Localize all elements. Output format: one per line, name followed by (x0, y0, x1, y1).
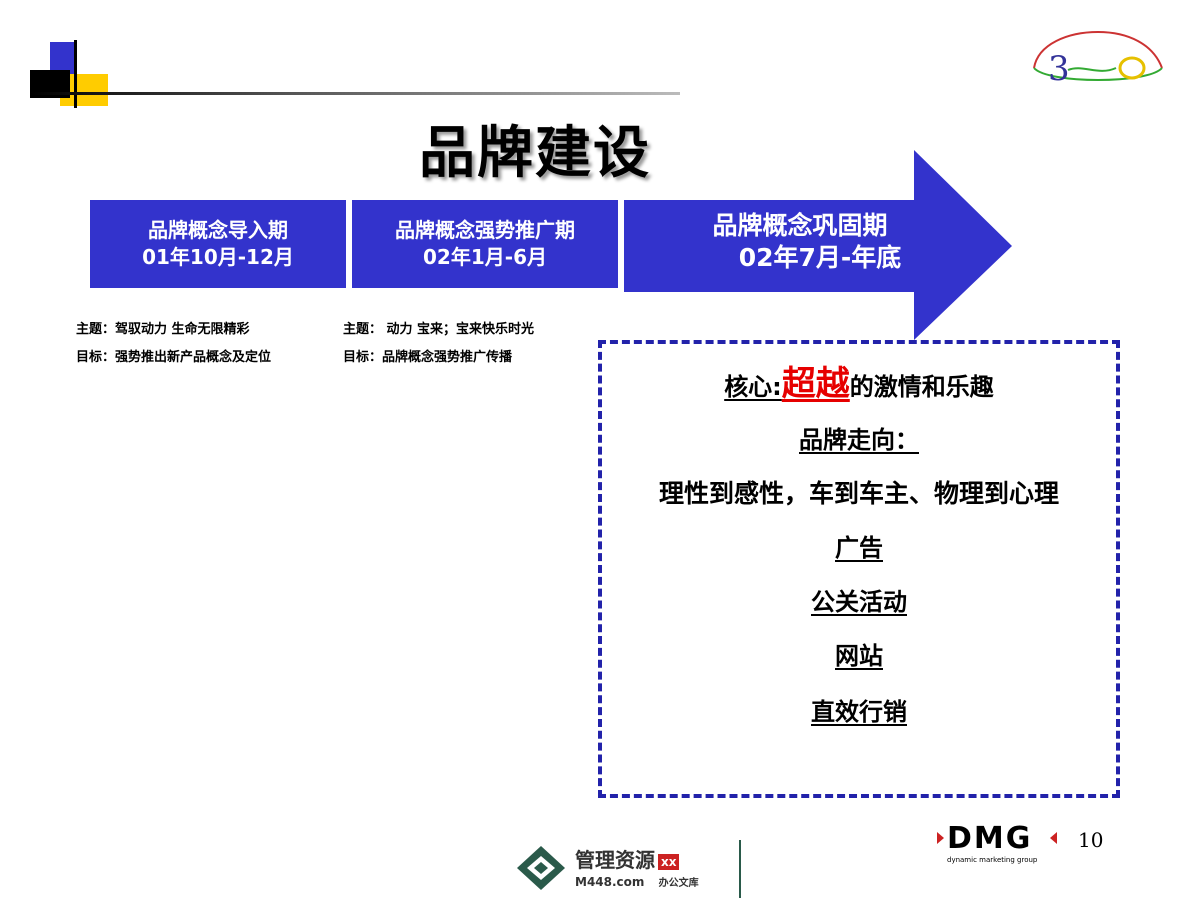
footer-divider (739, 840, 741, 898)
phase-2-goal: 目标：品牌概念强势推广传播 (343, 350, 513, 365)
core-prefix: 核心: (724, 373, 782, 401)
core-box (598, 340, 1120, 798)
phase-3-arrow (624, 150, 1012, 340)
phase-3-name: 品牌概念巩固期 (712, 211, 888, 240)
page-number: 10 (1078, 828, 1104, 852)
channel-direct-marketing: 直效行销 (811, 698, 907, 726)
decor-horizontal-line (30, 92, 680, 95)
phase-1-box: 品牌概念导入期 01年10月-12月 (90, 200, 346, 288)
svg-text:3: 3 (1048, 49, 1070, 89)
phase-1-period: 01年10月-12月 (142, 245, 294, 269)
page-title: 品牌建设 (419, 121, 651, 186)
phase-3-text: 品牌概念巩固期 02年7月-年底 (640, 210, 960, 274)
footer-site-tag: 办公文库 (658, 878, 699, 889)
phase-3-period: 02年7月-年底 (738, 243, 902, 272)
phase-1-theme: 主题：驾驭动力 生命无限精彩 (76, 322, 250, 337)
diamond-logo-icon (517, 846, 565, 890)
phase-2-name: 品牌概念强势推广期 (395, 218, 575, 242)
core-suffix: 的激情和乐趣 (849, 373, 994, 401)
footer-site-url: M448.com (575, 875, 645, 889)
direction-text: 理性到感性，车到车主、物理到心理 (658, 479, 1059, 508)
footer-site-name: 管理资源 (575, 848, 655, 872)
channel-advertising: 广告 (835, 534, 883, 562)
core-highlight: 超越 (781, 364, 850, 404)
right-triangle-icon (937, 832, 944, 844)
left-triangle-icon (1050, 832, 1057, 844)
direction-heading: 品牌走向： (799, 426, 919, 454)
channel-pr: 公关活动 (811, 588, 907, 616)
dmg-logo-text: DMG (947, 821, 1033, 856)
phase-2-box: 品牌概念强势推广期 02年1月-6月 (352, 200, 618, 288)
phase-1-goal: 目标：强势推出新产品概念及定位 (76, 350, 272, 365)
phase-2-theme: 主题： 动力 宝来；宝来快乐时光 (343, 322, 535, 337)
dmg-logo: DMG dynamic marketing group (935, 822, 1070, 868)
footer-site-badge: xx (658, 853, 680, 870)
core-line: 核心:超越的激情和乐趣 (598, 356, 1120, 405)
decor-vertical-line (74, 40, 77, 108)
phase-2-period: 02年1月-6月 (423, 245, 547, 269)
car-logo-icon: 3 (1033, 30, 1163, 89)
channel-website: 网站 (835, 642, 883, 670)
phase-1-name: 品牌概念导入期 (148, 218, 288, 242)
dmg-tagline: dynamic marketing group (947, 856, 1038, 864)
